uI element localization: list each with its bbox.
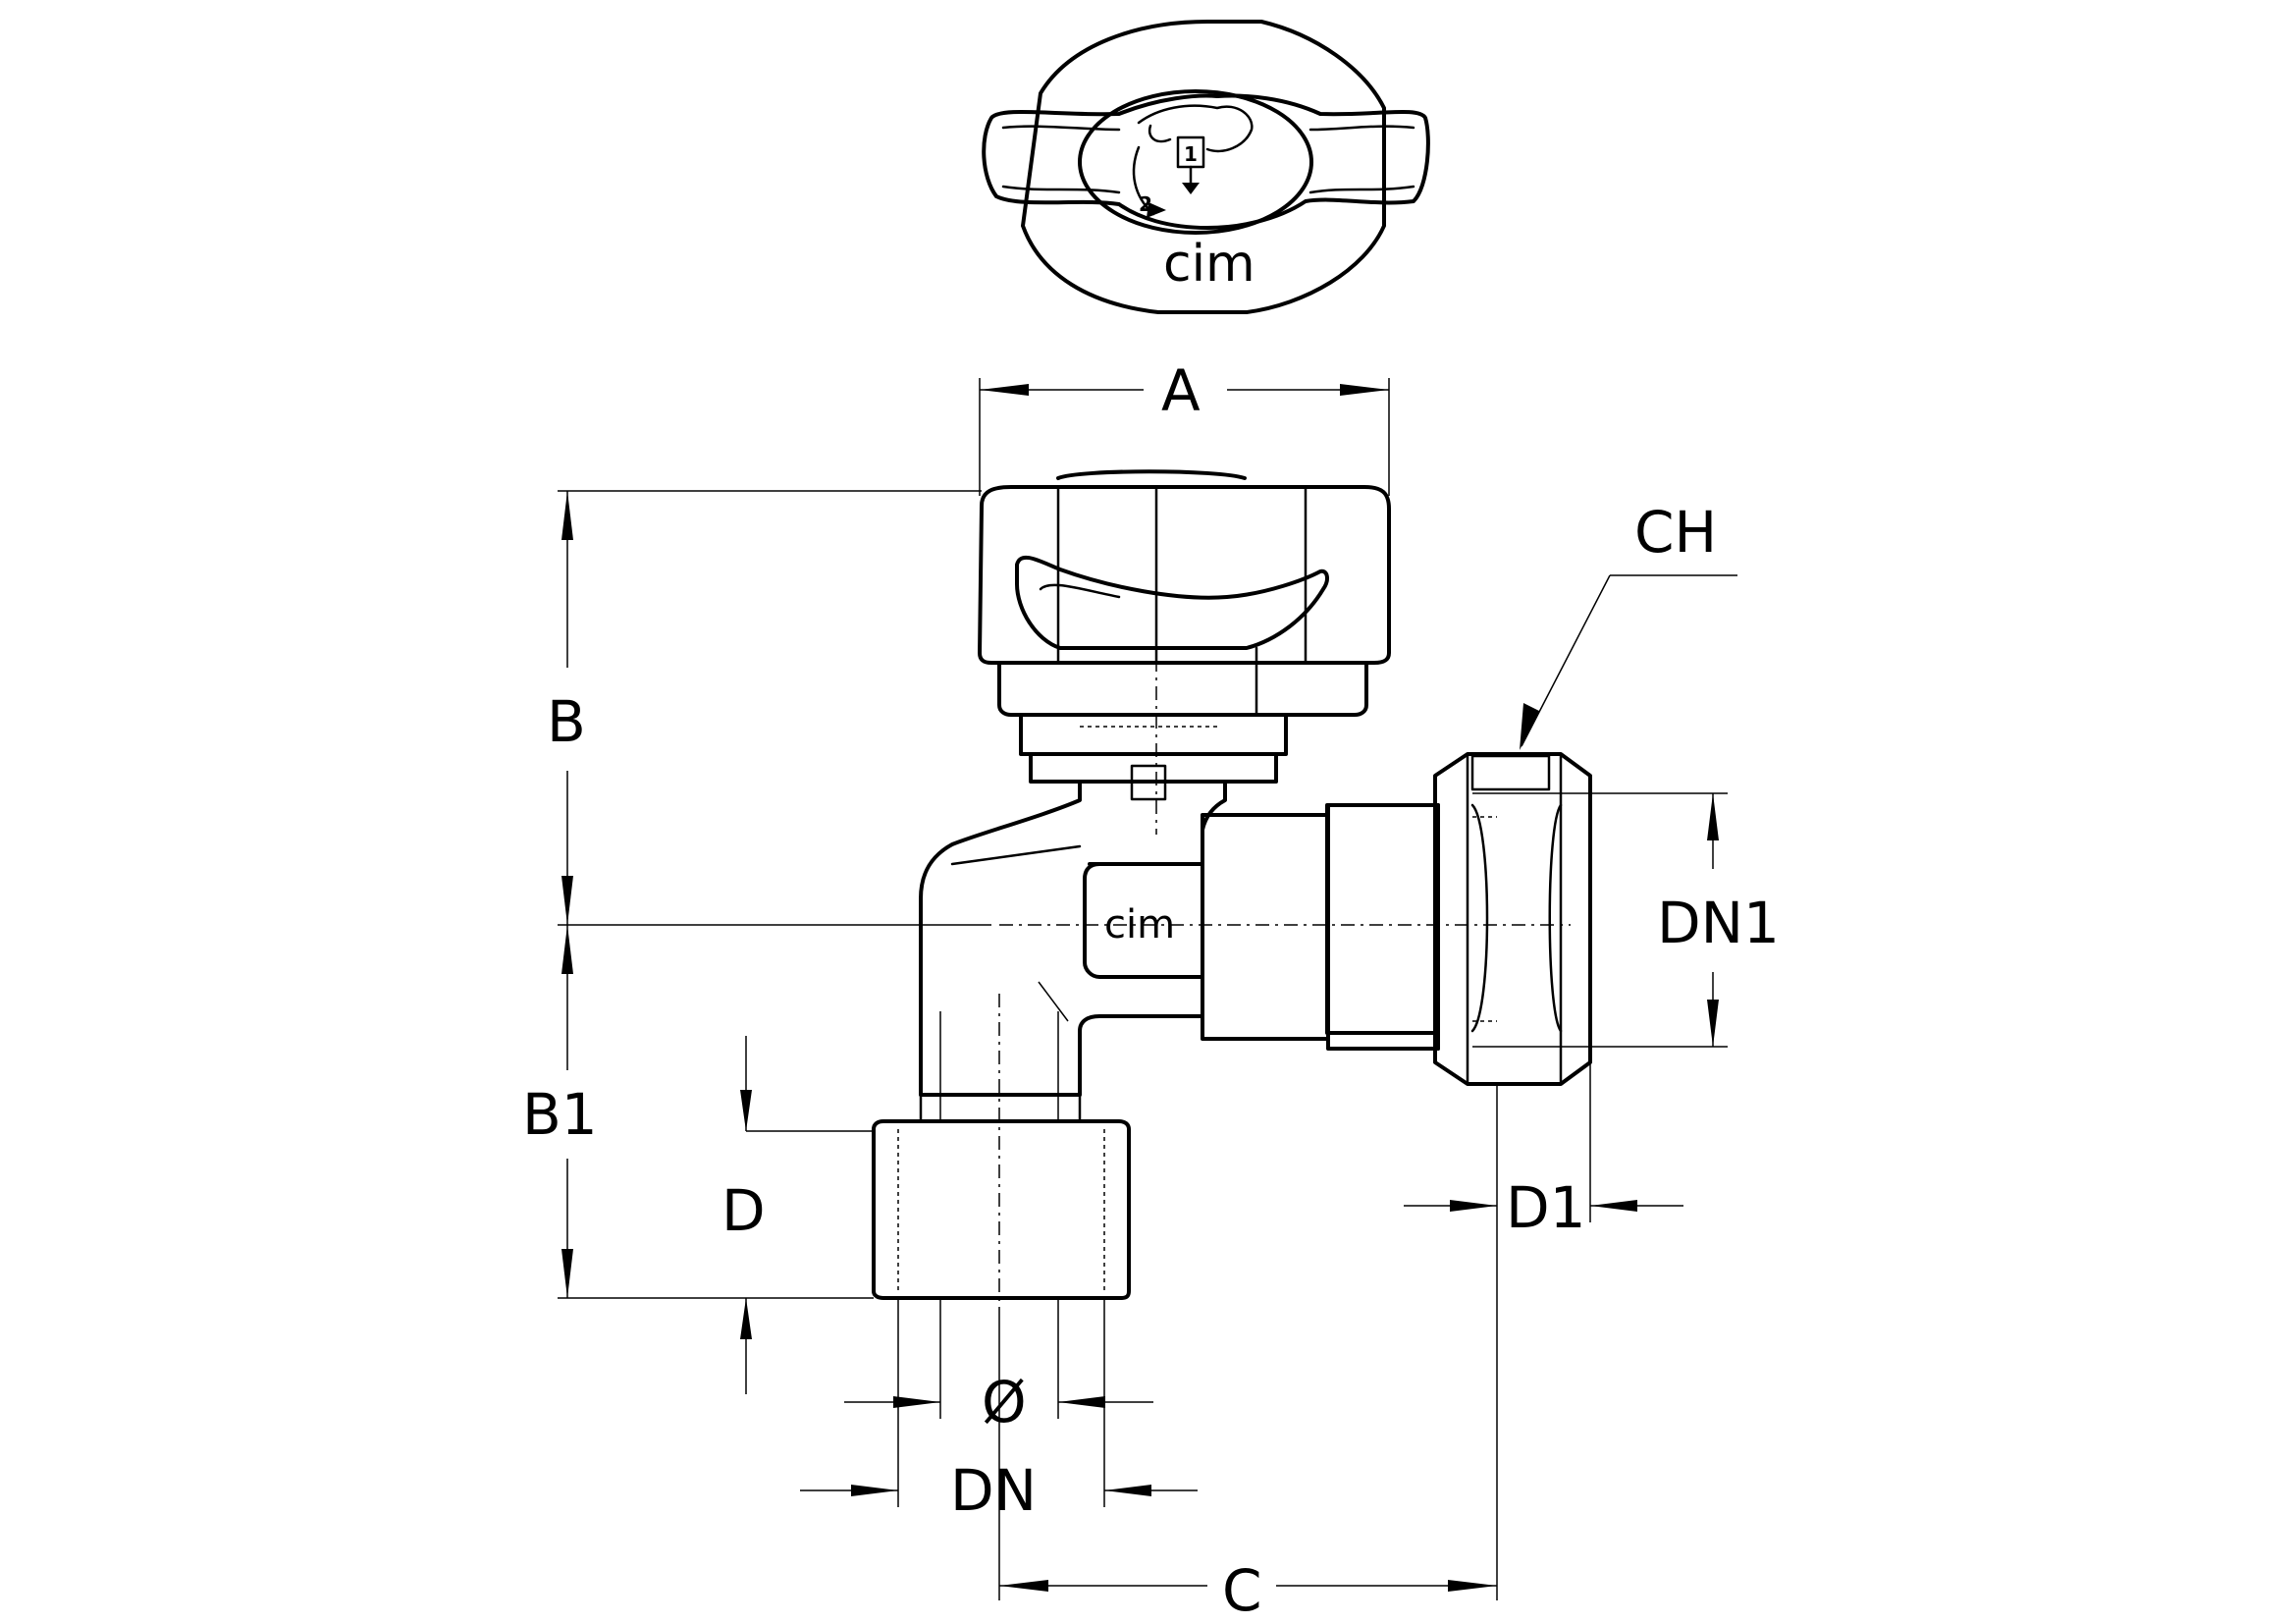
dimension-label-c: C bbox=[1222, 1557, 1262, 1624]
dimension-label-d: D bbox=[721, 1177, 766, 1244]
dimension-b: B bbox=[547, 490, 991, 926]
dimension-label-ch: CH bbox=[1634, 499, 1717, 566]
handle-step-1-label: 1 bbox=[1184, 142, 1198, 166]
dimension-d: D bbox=[721, 1036, 874, 1394]
dimension-a: A bbox=[979, 357, 1390, 496]
dimension-label-b1: B1 bbox=[522, 1081, 598, 1148]
dimension-label-dn: DN bbox=[950, 1457, 1037, 1524]
dimension-c: C bbox=[998, 1084, 1498, 1624]
dimension-diameter: Ø bbox=[844, 1298, 1153, 1435]
dimension-label-b: B bbox=[547, 688, 586, 755]
dimension-label-d1: D1 bbox=[1506, 1174, 1586, 1241]
center-lines bbox=[998, 487, 1571, 1316]
dimension-label-a: A bbox=[1161, 357, 1201, 424]
dimension-label-diameter: Ø bbox=[982, 1369, 1027, 1435]
handle-front-view bbox=[978, 469, 1391, 801]
dimension-b1: B1 bbox=[522, 925, 874, 1299]
dimension-label-dn1: DN1 bbox=[1657, 890, 1780, 956]
dimension-dn1: DN1 bbox=[1472, 792, 1780, 1048]
dimension-d1: D1 bbox=[1404, 1062, 1683, 1241]
handle-top-view: 1 2 cim bbox=[982, 20, 1430, 314]
dimension-ch: CH bbox=[1520, 499, 1737, 750]
dimension-dn: DN bbox=[800, 1298, 1198, 1524]
brand-logo-top: cim bbox=[1163, 235, 1255, 294]
handle-step-2-label: 2 bbox=[1139, 192, 1152, 216]
valve-body: cim bbox=[872, 752, 1592, 1300]
